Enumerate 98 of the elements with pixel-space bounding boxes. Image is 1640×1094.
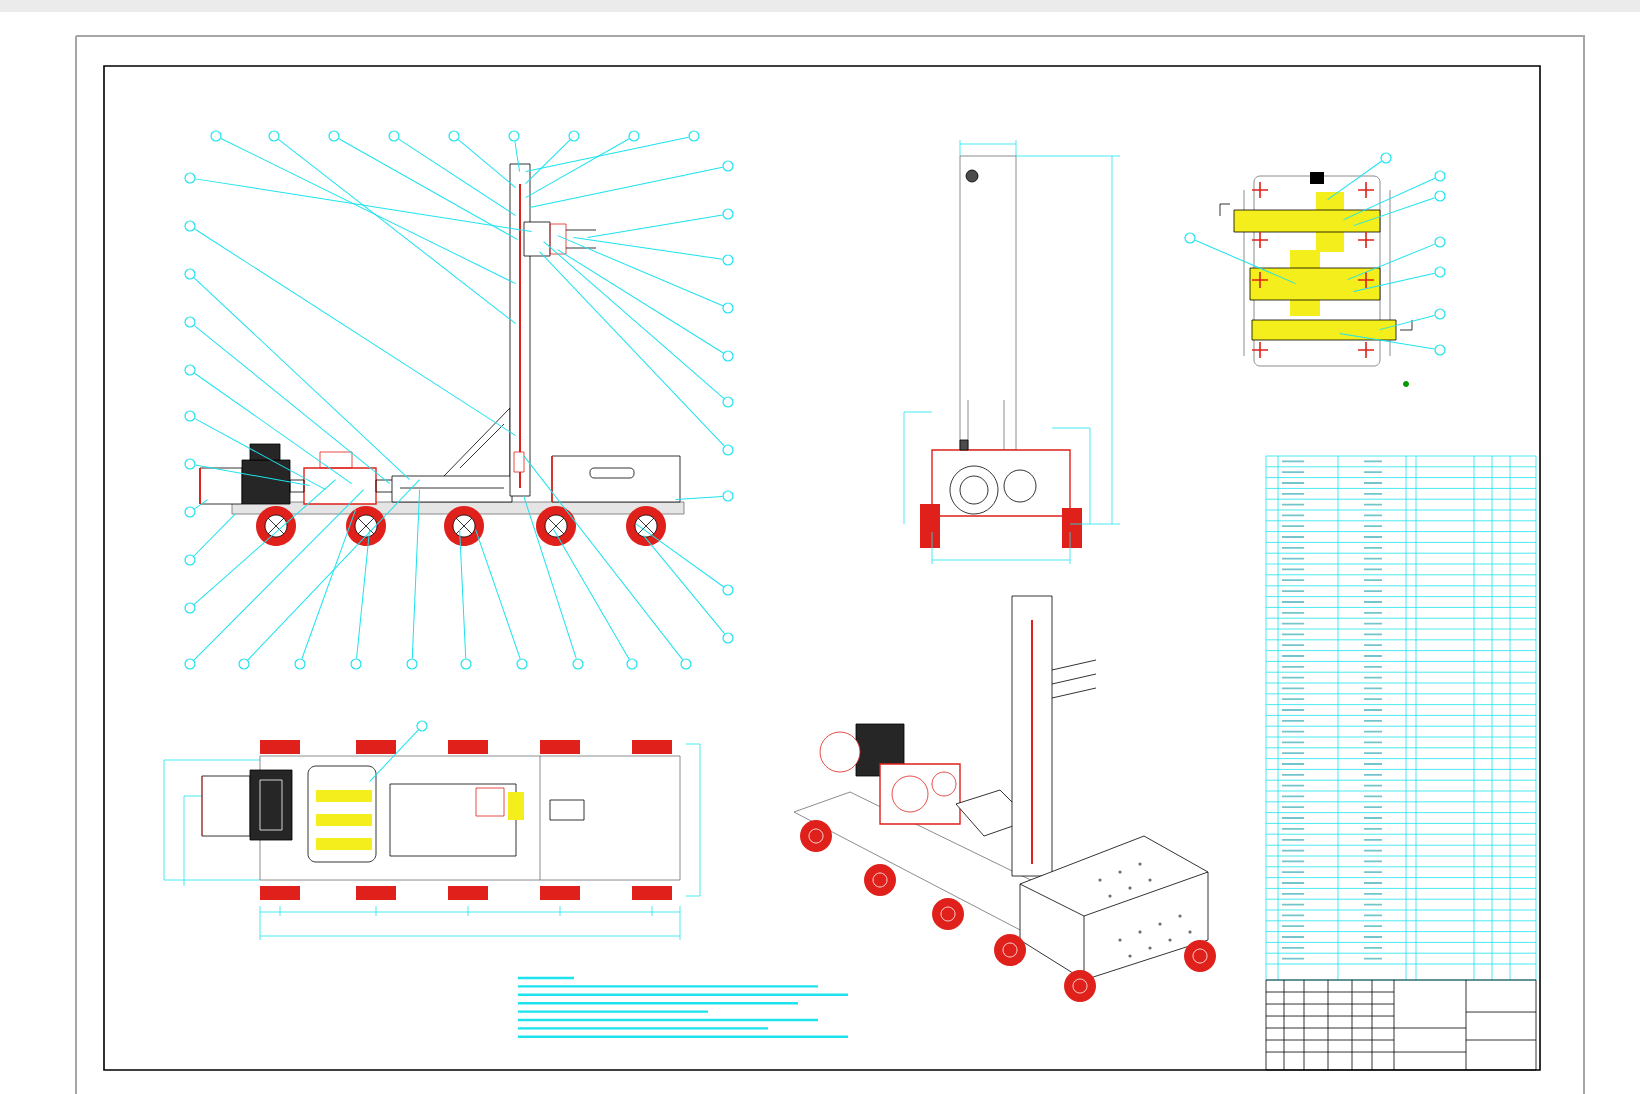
callout-balloon xyxy=(416,720,428,732)
leader-line xyxy=(195,178,533,233)
leader-line xyxy=(587,214,723,239)
callout-balloon xyxy=(508,130,520,142)
leader-line xyxy=(398,138,517,217)
callout-balloon xyxy=(626,658,638,670)
leader-line xyxy=(1339,333,1435,350)
callout-balloon xyxy=(568,130,580,142)
leader-line xyxy=(193,489,365,661)
leader-line xyxy=(1194,239,1297,285)
callout-balloon xyxy=(680,658,692,670)
leader-line xyxy=(195,464,311,487)
gear-view-drawing xyxy=(1219,172,1413,367)
callout-balloon xyxy=(722,254,734,266)
leader-line xyxy=(1379,314,1436,331)
leader-line xyxy=(194,499,209,510)
leader-line xyxy=(675,495,723,501)
callout-balloon xyxy=(406,658,418,670)
leader-line xyxy=(194,418,327,491)
plan-view-drawing xyxy=(201,740,681,900)
callout-balloon xyxy=(184,172,196,184)
leader-line xyxy=(523,495,577,660)
callout-balloon xyxy=(722,444,734,456)
leader-line xyxy=(1347,243,1436,281)
callout-balloon xyxy=(1434,344,1446,356)
callout-balloon xyxy=(1380,152,1392,164)
callout-balloon xyxy=(722,490,734,502)
leader-line xyxy=(193,325,391,485)
callout-balloon xyxy=(1434,266,1446,278)
leader-line xyxy=(356,529,371,659)
callout-balloon xyxy=(722,350,734,362)
leader-line xyxy=(553,529,630,660)
leader-line xyxy=(539,251,725,447)
callout-balloon xyxy=(1434,170,1446,182)
callout-balloon xyxy=(294,658,306,670)
callout-balloon xyxy=(722,160,734,172)
callout-balloon xyxy=(388,130,400,142)
callout-balloon xyxy=(722,302,734,314)
callout-balloon xyxy=(184,316,196,328)
callout-balloon xyxy=(184,602,196,614)
leader-line xyxy=(457,139,517,189)
leader-line xyxy=(193,479,337,605)
side-view-drawing xyxy=(199,163,685,546)
callout-balloon xyxy=(448,130,460,142)
leader-line xyxy=(194,228,517,437)
callout-balloon xyxy=(328,130,340,142)
callout-balloon xyxy=(184,410,196,422)
callout-balloon xyxy=(722,584,734,596)
leader-line xyxy=(643,535,725,635)
leader-line xyxy=(1327,160,1382,201)
leader-line xyxy=(525,136,690,173)
callout-balloon xyxy=(1434,308,1446,320)
leader-line xyxy=(1343,177,1436,221)
leader-line xyxy=(277,138,517,325)
leader-line xyxy=(247,479,421,661)
callout-balloon xyxy=(184,268,196,280)
callout-balloon xyxy=(1434,190,1446,202)
callout-balloon xyxy=(184,458,196,470)
leader-line xyxy=(193,513,237,557)
leader-line xyxy=(220,138,517,285)
leader-line xyxy=(1353,197,1436,227)
callout-balloon xyxy=(184,364,196,376)
leader-line xyxy=(1353,272,1436,293)
callout-balloon xyxy=(350,658,362,670)
callout-balloon xyxy=(722,396,734,408)
callout-balloon xyxy=(516,658,528,670)
callout-balloon xyxy=(184,220,196,232)
callout-balloon xyxy=(628,130,640,142)
callout-balloon xyxy=(1434,236,1446,248)
callout-balloon xyxy=(572,658,584,670)
callout-balloon xyxy=(184,506,196,518)
leader-line xyxy=(338,138,519,241)
callout-balloon xyxy=(688,130,700,142)
leader-line xyxy=(193,277,411,481)
leader-line xyxy=(557,235,724,307)
callout-balloon xyxy=(238,658,250,670)
callout-balloon xyxy=(1184,232,1196,244)
leader-line xyxy=(523,455,684,661)
callout-balloon xyxy=(722,632,734,644)
leader-line xyxy=(301,509,357,660)
callout-balloon xyxy=(210,130,222,142)
leader-line xyxy=(543,241,725,399)
leader-line xyxy=(635,523,724,588)
callout-balloon xyxy=(268,130,280,142)
leader-line xyxy=(475,529,521,660)
callout-balloon xyxy=(184,554,196,566)
callout-balloon xyxy=(184,658,196,670)
callout-balloon xyxy=(722,208,734,220)
leader-line xyxy=(529,166,723,209)
callout-balloon xyxy=(460,658,472,670)
leader-line xyxy=(525,138,630,199)
leader-line xyxy=(573,237,723,260)
leader-line xyxy=(525,139,571,185)
leader-line xyxy=(194,372,353,485)
leader-line xyxy=(459,529,467,659)
leader-line xyxy=(514,141,521,173)
leader-line xyxy=(557,249,724,354)
leader-line xyxy=(411,489,421,659)
